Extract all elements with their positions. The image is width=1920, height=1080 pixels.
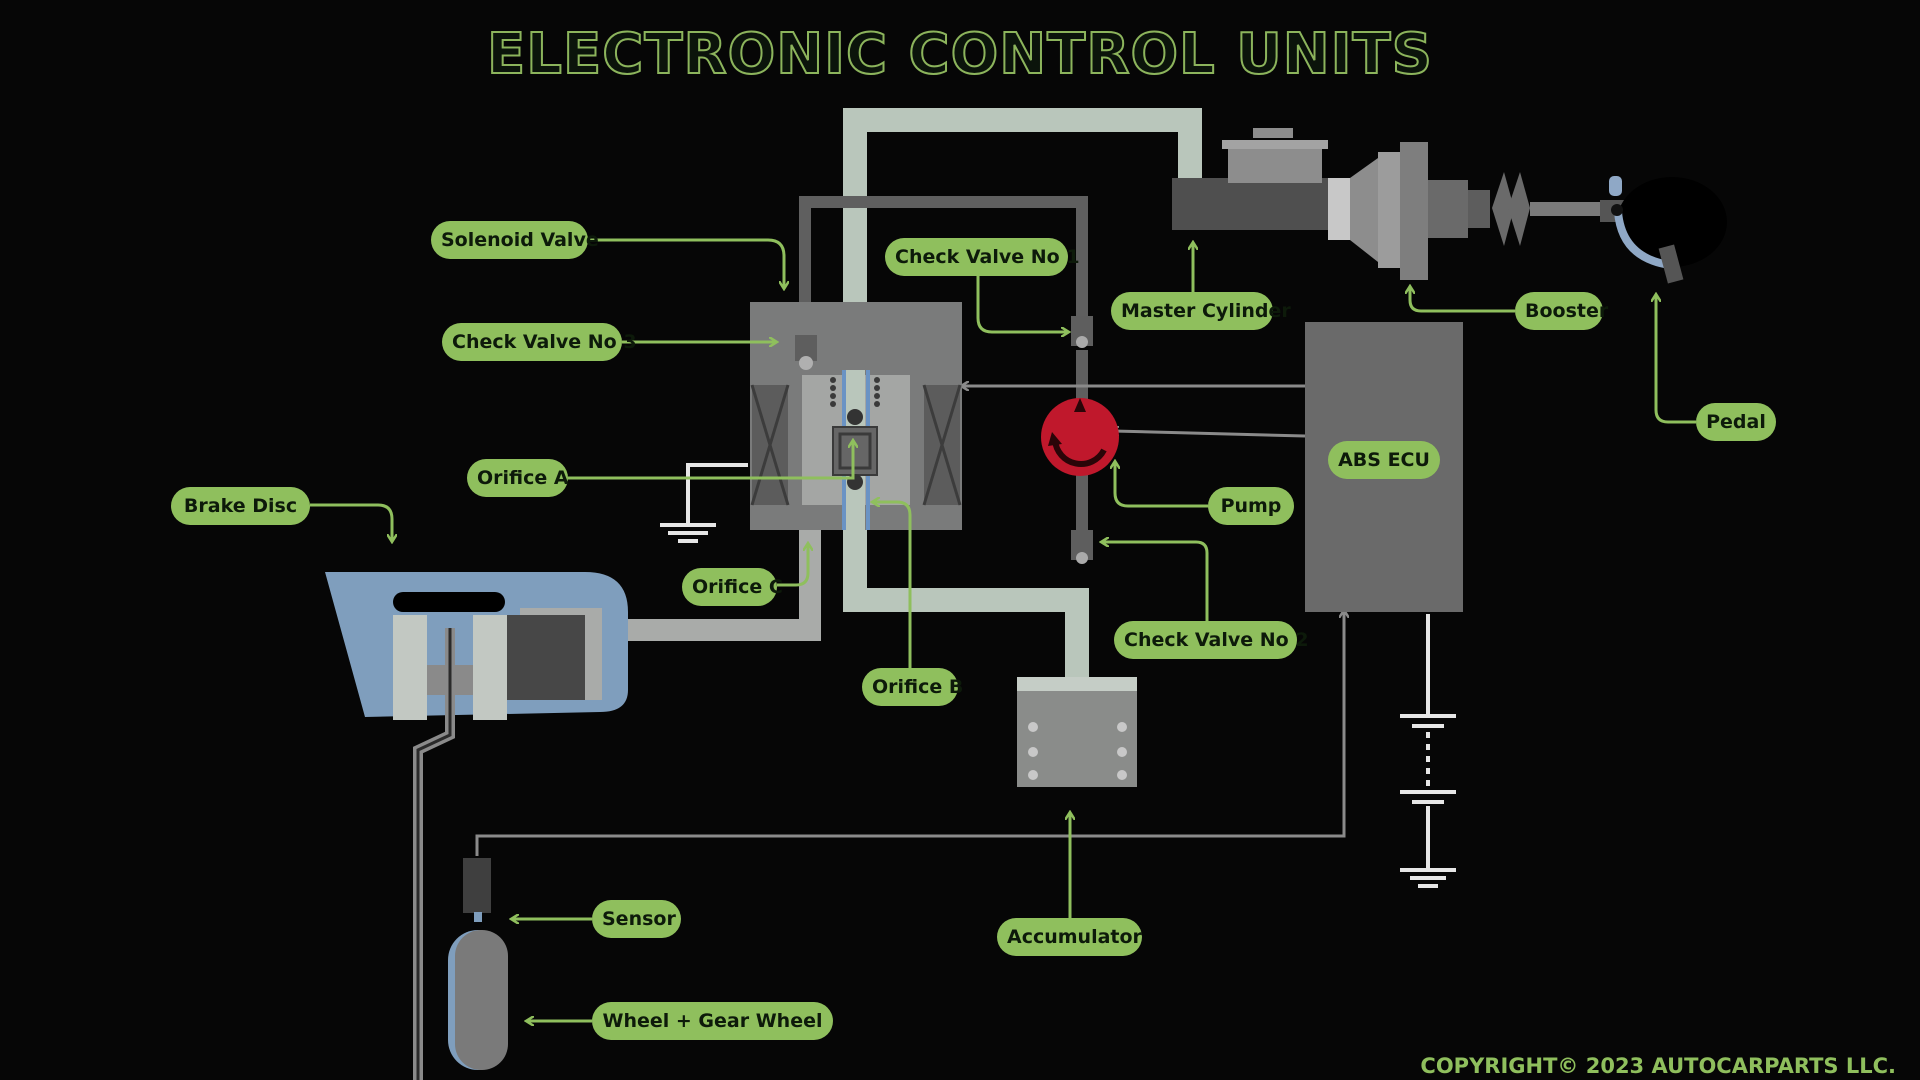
check-valve-3-icon (795, 335, 817, 370)
brake-line (600, 530, 821, 641)
label-brake-disc: Brake Disc (171, 487, 310, 525)
page-title: ELECTRONIC CONTROL UNITS (486, 21, 1433, 88)
accumulator-icon (1017, 677, 1137, 787)
brake-disc-icon (325, 572, 628, 1080)
label-check-valve-1: Check Valve No 1 (885, 238, 1080, 276)
label-master-cylinder: Master Cylinder (1111, 292, 1291, 330)
check-valve-2-icon (1071, 530, 1093, 564)
copyright-text: COPYRIGHT© 2023 AUTOCARPARTS LLC. (1420, 1054, 1896, 1078)
battery-symbol (1400, 614, 1456, 888)
label-wheel-gear: Wheel + Gear Wheel (592, 1002, 833, 1040)
wheel-gear-icon (448, 930, 508, 1070)
solenoid-valve-block (750, 302, 962, 530)
label-sensor: Sensor (592, 900, 681, 938)
label-arrows (310, 238, 1696, 1021)
dark-pipes (799, 196, 1088, 535)
label-pedal: Pedal (1696, 403, 1776, 441)
sensor-icon (463, 858, 491, 922)
label-pump: Pump (1208, 487, 1294, 525)
label-check-valve-3: Check Valve No 3 (442, 323, 637, 361)
pump-icon (1041, 398, 1119, 476)
booster-icon (1328, 142, 1632, 280)
label-solenoid-valve: Solenoid Valve (431, 221, 599, 259)
label-booster: Booster (1515, 292, 1608, 330)
label-check-valve-2: Check Valve No 2 (1114, 621, 1309, 659)
pedal-icon (1609, 176, 1727, 284)
label-abs-ecu: ABS ECU (1328, 441, 1440, 479)
label-orifice-b: Orifice B (862, 668, 963, 706)
label-orifice-a: Orifice A (467, 459, 569, 497)
signal-wires (475, 386, 1344, 856)
check-valve-1-icon (1071, 316, 1093, 348)
light-pipes (843, 108, 1202, 680)
ground-symbol (660, 463, 748, 543)
label-orifice-c: Orifice C (682, 568, 783, 606)
label-accumulator: Accumulator (997, 918, 1142, 956)
master-cylinder-icon (1172, 128, 1330, 230)
